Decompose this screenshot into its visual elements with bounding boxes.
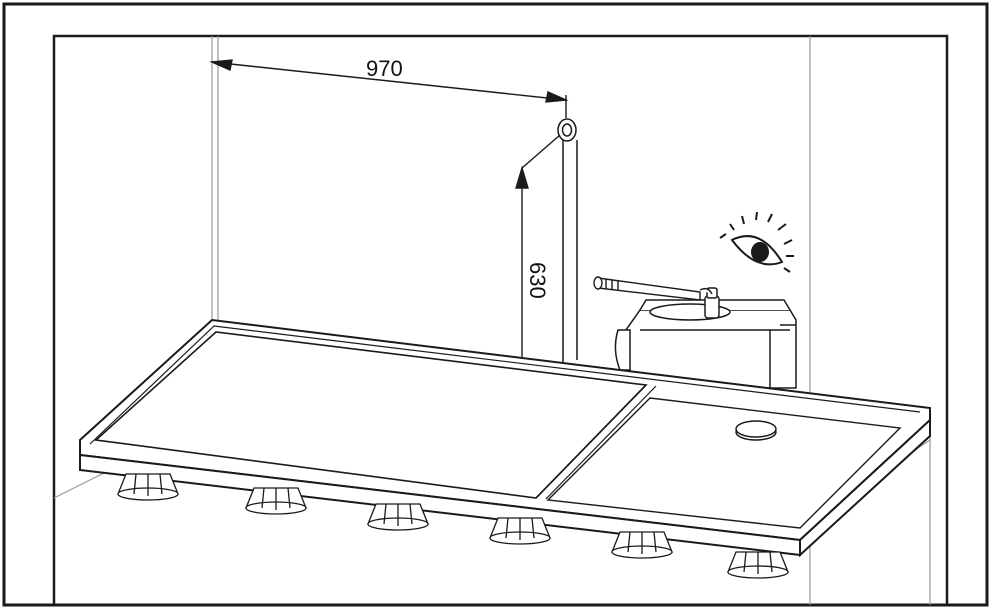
support-feet — [117, 473, 789, 579]
dimension-horizontal — [209, 59, 569, 118]
pump-unit — [614, 287, 797, 389]
support-foot — [245, 487, 307, 515]
support-foot — [727, 551, 789, 579]
eye-inspection-icon — [719, 211, 794, 273]
pump-inlet-pipe — [593, 276, 713, 301]
shower-tray — [79, 318, 931, 558]
dimension-vertical-label: 630 — [525, 262, 550, 299]
support-foot — [367, 503, 429, 531]
support-foot — [489, 517, 551, 545]
dimension-horizontal-label: 970 — [366, 56, 403, 81]
inner-frame — [52, 34, 949, 607]
support-foot — [611, 531, 673, 559]
drain-pipe — [557, 118, 578, 362]
support-foot — [117, 473, 179, 501]
drain-cover — [735, 420, 777, 441]
